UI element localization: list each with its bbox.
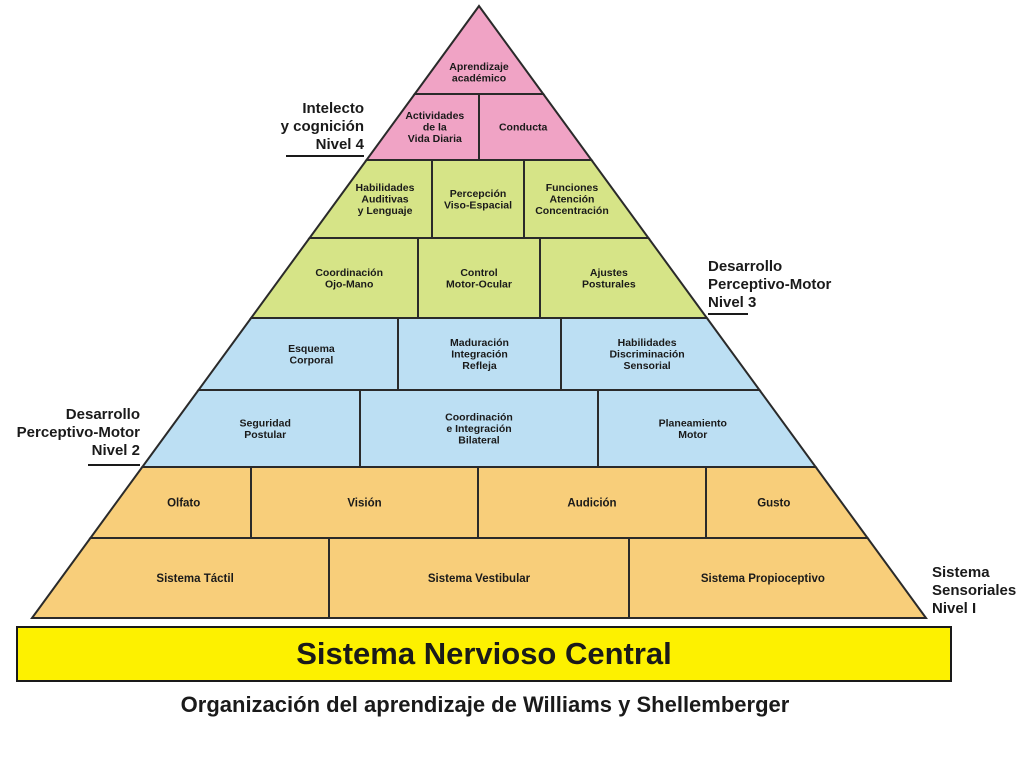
- cell-label-audicion: Audición: [567, 498, 616, 510]
- level-4-side-label: Intelecto y cognición Nivel 4: [280, 100, 364, 153]
- base-label: Sistema Nervioso Central: [296, 636, 672, 671]
- cell-sistema-propioceptivo: [628, 537, 928, 619]
- level-2-side-label: Desarrollo Perceptivo-Motor Nivel 2: [16, 406, 140, 459]
- level-3-side-label: Desarrollo Perceptivo-Motor Nivel 3: [708, 258, 832, 311]
- cell-label-sistema-propioceptivo: Sistema Propioceptivo: [701, 573, 825, 585]
- central-nervous-system-base: Sistema Nervioso Central: [16, 626, 952, 682]
- cell-label-sistema-vestibular: Sistema Vestibular: [428, 573, 531, 585]
- cell-label-gusto: Gusto: [757, 498, 790, 510]
- cell-label-olfato: Olfato: [167, 498, 200, 510]
- diagram-caption: Organización del aprendizaje de Williams…: [180, 692, 790, 717]
- level-3-side-line: [708, 313, 748, 315]
- level-2-side-line: [88, 464, 140, 466]
- cell-label-sistema-tactil: Sistema Táctil: [156, 573, 233, 585]
- level-4-side-line: [286, 155, 364, 157]
- cell-label-conducta: Conducta: [499, 122, 548, 134]
- level-1-side-label: Sistema Sensoriales Nivel I: [932, 564, 1017, 617]
- cell-label-vision: Visión: [347, 498, 381, 510]
